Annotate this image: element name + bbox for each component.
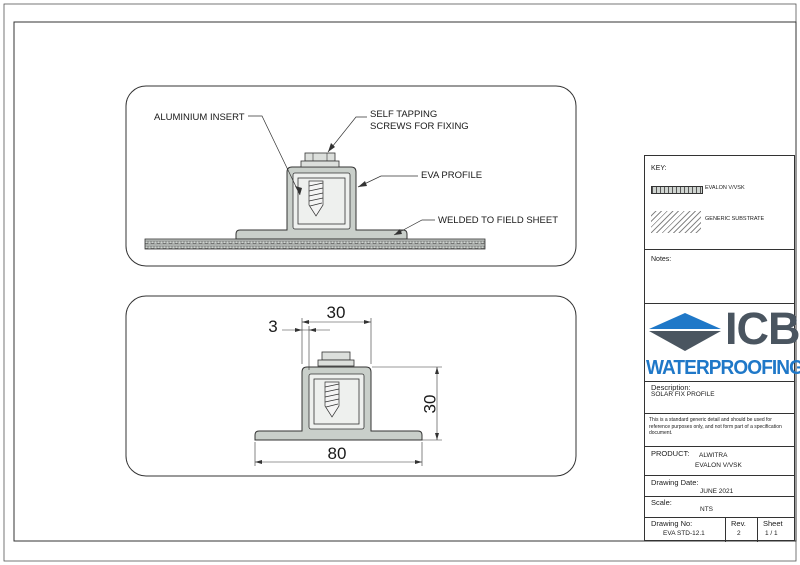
key-title: KEY: xyxy=(651,165,667,172)
label-aluminium-insert: ALUMINIUM INSERT xyxy=(154,112,245,123)
description-section: Description: SOLAR FIX PROFILE xyxy=(645,382,794,414)
bottom-detail: 30 3 30 80 xyxy=(125,295,577,477)
dim-screw-head xyxy=(321,351,351,361)
logo-section: ICB WATERPROOFING xyxy=(645,303,800,382)
logo-roof-icon xyxy=(649,313,721,329)
logo-waterproofing: WATERPROOFING xyxy=(646,356,800,379)
screw-head xyxy=(304,152,336,162)
dim-height: 30 xyxy=(420,395,439,414)
date-section: Drawing Date: JUNE 2021 xyxy=(645,476,794,497)
dim-base: 80 xyxy=(328,444,347,463)
notes-title: Notes: xyxy=(651,256,672,263)
key-item-evalon: EVALON V/VSK xyxy=(705,185,745,191)
field-sheet xyxy=(144,238,486,250)
key-item-substrate: GENERIC SUBSTRATE xyxy=(705,216,765,222)
logo-icb: ICB xyxy=(725,303,800,354)
description-label: Description: xyxy=(651,383,691,392)
key-membrane-swatch xyxy=(651,186,703,194)
disclaimer-text: This is a standard generic detail and sh… xyxy=(649,417,782,436)
logo-mark xyxy=(649,313,721,351)
label-eva-profile: EVA PROFILE xyxy=(421,170,482,181)
key-substrate-swatch xyxy=(651,211,701,233)
sheet-value: 1 / 1 xyxy=(765,530,778,537)
product-line-1: ALWITRA xyxy=(699,452,728,459)
title-block: KEY: EVALON V/VSK GENERIC SUBSTRATE Note… xyxy=(644,155,800,542)
disclaimer-section: This is a standard generic detail and sh… xyxy=(645,414,794,447)
date-label: Drawing Date: xyxy=(651,478,699,487)
drawing-no-value: EVA STD-12.1 xyxy=(663,530,705,537)
label-welded: WELDED TO FIELD SHEET xyxy=(438,215,558,226)
product-line-2: EVALON V/VSK xyxy=(695,462,742,469)
product-label: PRODUCT: xyxy=(651,449,690,458)
scale-value: NTS xyxy=(700,506,713,513)
description-value: SOLAR FIX PROFILE xyxy=(651,391,715,398)
key-section: KEY: EVALON V/VSK GENERIC SUBSTRATE xyxy=(645,156,794,250)
dim-wall: 3 xyxy=(268,317,277,336)
label-self-tapping: SELF TAPPING xyxy=(370,109,437,120)
sheet-label: Sheet xyxy=(763,519,783,528)
drawing-no-section: Drawing No: EVA STD-12.1 Rev. 2 Sheet 1 … xyxy=(645,518,794,542)
date-value: JUNE 2021 xyxy=(700,488,734,495)
scale-label: Scale: xyxy=(651,498,672,507)
drawing-frame xyxy=(13,21,797,542)
drawing-no-label: Drawing No: xyxy=(651,519,693,528)
product-section: PRODUCT: ALWITRA EVALON V/VSK xyxy=(645,447,794,476)
notes-section: Notes: xyxy=(645,250,794,304)
logo-base-icon xyxy=(649,331,721,351)
rev-value: 2 xyxy=(737,530,741,537)
rev-label: Rev. xyxy=(731,519,746,528)
scale-section: Scale: NTS xyxy=(645,497,794,518)
top-detail: ALUMINIUM INSERT SELF TAPPING SCREWS FOR… xyxy=(125,85,577,267)
dim-width-top: 30 xyxy=(327,303,346,322)
label-screws-for-fixing: SCREWS FOR FIXING xyxy=(370,121,469,132)
